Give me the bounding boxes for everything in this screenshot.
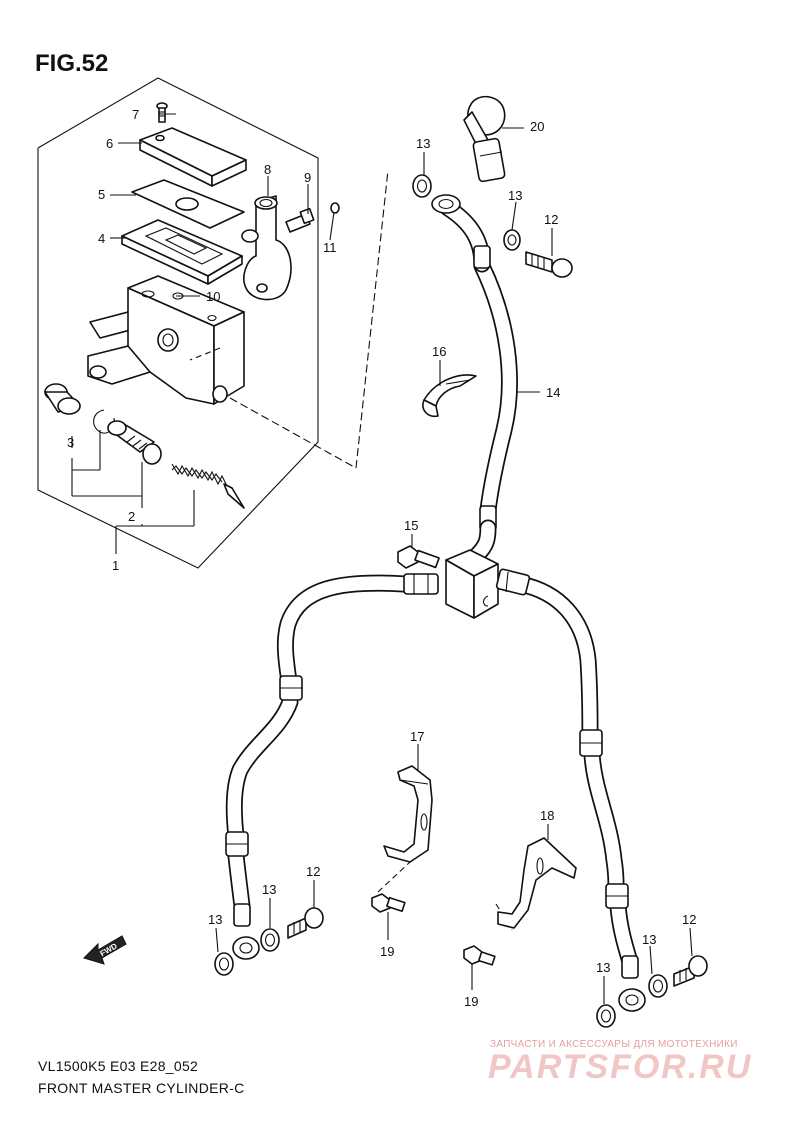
part-label-13-lower-left-inner: 13 — [262, 882, 276, 897]
part-label-12-upper: 12 — [544, 212, 558, 227]
part-label-11: 11 — [323, 240, 337, 255]
piston — [107, 420, 162, 465]
piston-boot — [44, 383, 81, 415]
upper-banjo-bolt — [525, 251, 573, 278]
diaphragm — [121, 219, 243, 285]
small-washer — [330, 202, 340, 214]
part-label-19-right: 19 — [464, 994, 478, 1009]
kit-bracket-leaders — [71, 430, 195, 554]
part-label-9: 9 — [304, 170, 311, 185]
part-label-17: 17 — [410, 729, 424, 744]
hose-bracket-right — [497, 837, 577, 929]
part-label-13-lower-right-inner: 13 — [642, 932, 656, 947]
part-label-5: 5 — [98, 187, 105, 202]
lower-left-banjo-bolt — [287, 907, 324, 939]
part-label-8: 8 — [264, 162, 271, 177]
upper-brake-hose — [431, 194, 518, 563]
lower-left-washer-inner — [260, 928, 280, 952]
lower-right-washer-outer — [596, 1004, 616, 1028]
bracket-bolt-right — [463, 945, 496, 966]
part-label-16: 16 — [432, 344, 446, 359]
lower-right-brake-hose — [495, 568, 646, 1012]
upper-banjo-washer — [412, 174, 432, 198]
assembly-box-outline — [37, 77, 319, 569]
watermark-tagline: ЗАПЧАСТИ И АКСЕССУАРЫ ДЛЯ МОТОТЕХНИКИ — [490, 1039, 738, 1050]
part-label-13-upper-right: 13 — [508, 188, 522, 203]
bracket-bolt-left — [371, 893, 406, 913]
figure-title: FIG.52 — [35, 50, 109, 77]
part-number-labels: 1 2 3 4 5 6 7 8 9 10 11 12 13 13 14 15 1… — [67, 107, 696, 1009]
part-leader-lines — [110, 113, 693, 1004]
forward-direction-arrow: FWD — [83, 935, 127, 965]
three-way-joint — [445, 549, 499, 619]
part-label-12-lower-left: 12 — [306, 864, 320, 879]
part-label-7: 7 — [132, 107, 139, 122]
part-label-18: 18 — [540, 808, 554, 823]
part-label-13-upper-left: 13 — [416, 136, 430, 151]
joint-bolt — [397, 545, 440, 569]
master-cylinder-clamp — [241, 195, 292, 301]
part-label-3: 3 — [67, 435, 74, 450]
lower-left-brake-hose — [225, 573, 439, 960]
piston-spring — [171, 463, 245, 509]
lower-right-banjo-bolt — [673, 955, 708, 987]
part-label-19-left: 19 — [380, 944, 394, 959]
figure-caption: FRONT MASTER CYLINDER-C — [38, 1080, 245, 1096]
clamp-bolt — [285, 207, 315, 233]
part-label-6: 6 — [106, 136, 113, 151]
part-label-20: 20 — [530, 119, 544, 134]
part-label-1: 1 — [112, 558, 119, 573]
lower-left-washer-outer — [214, 952, 234, 976]
diaphragm-plate — [131, 179, 245, 229]
part-label-13-lower-right-outer: 13 — [596, 960, 610, 975]
master-cylinder-body — [87, 275, 245, 405]
hose-bracket-left — [383, 765, 433, 863]
part-label-13-lower-left-outer: 13 — [208, 912, 222, 927]
part-label-12-lower-right: 12 — [682, 912, 696, 927]
model-code: VL1500K5 E03 E28_052 — [38, 1058, 199, 1074]
part-label-15: 15 — [404, 518, 418, 533]
hose-cap — [463, 95, 506, 183]
lower-right-washer-inner — [648, 974, 668, 998]
hose-clamp — [422, 374, 477, 418]
upper-banjo-washer-2 — [503, 229, 521, 251]
reservoir-cap — [139, 127, 247, 187]
part-label-14: 14 — [546, 385, 560, 400]
watermark-logo: PARTSFOR.RU — [488, 1048, 753, 1086]
reservoir-cap-screw — [156, 102, 168, 123]
part-label-10: 10 — [206, 289, 220, 304]
part-label-2: 2 — [128, 509, 135, 524]
part-label-4: 4 — [98, 231, 105, 246]
